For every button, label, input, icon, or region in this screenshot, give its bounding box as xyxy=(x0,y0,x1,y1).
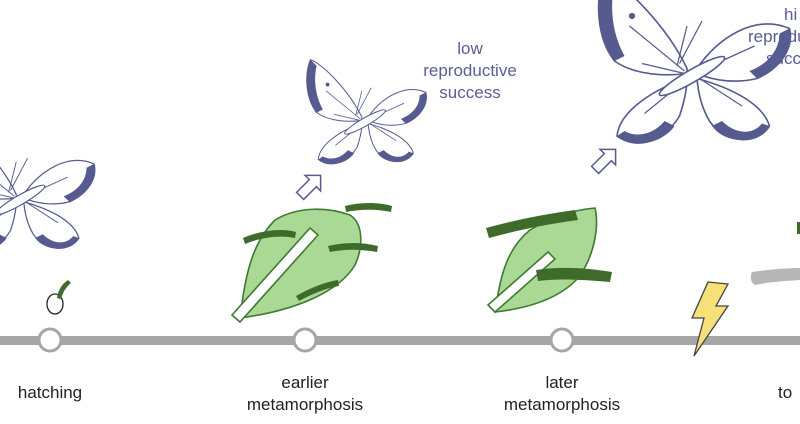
note-line: succ xyxy=(766,49,800,68)
label-earlier-metamorphosis: earlier metamorphosis xyxy=(225,372,385,416)
label-to: to xyxy=(778,382,800,404)
label-line: metamorphosis xyxy=(246,395,364,414)
leaf-icon-earlier xyxy=(230,203,392,324)
note-line: reproductive xyxy=(423,61,517,80)
label-line: later xyxy=(545,373,579,392)
label-line: to xyxy=(778,383,793,402)
label-hatching: hatching xyxy=(0,382,100,404)
leaf-icon-later xyxy=(486,207,612,314)
note-line: hi xyxy=(784,5,798,24)
arrow-icon-earlier xyxy=(295,174,322,201)
caterpillar-grey-icon xyxy=(750,222,800,285)
label-line: earlier xyxy=(281,373,329,392)
timeline-bar xyxy=(0,336,800,345)
label-line: hatching xyxy=(17,383,83,402)
milestone-earlier-metamorphosis xyxy=(292,327,318,353)
note-line: success xyxy=(439,83,501,102)
lightning-icon xyxy=(690,281,730,357)
egg-icon xyxy=(46,280,71,315)
milestone-hatching xyxy=(37,327,63,353)
arrow-icon-later xyxy=(590,148,617,175)
note-high-reproductive-success: hi reproduc succ xyxy=(748,4,800,70)
label-later-metamorphosis: later metamorphosis xyxy=(482,372,642,416)
label-line: metamorphosis xyxy=(503,395,621,414)
note-line: reproduc xyxy=(748,27,800,46)
milestone-later-metamorphosis xyxy=(549,327,575,353)
note-low-reproductive-success: low reproductive success xyxy=(405,38,535,104)
butterfly-icon-left xyxy=(0,123,96,252)
note-line: low xyxy=(457,39,483,58)
